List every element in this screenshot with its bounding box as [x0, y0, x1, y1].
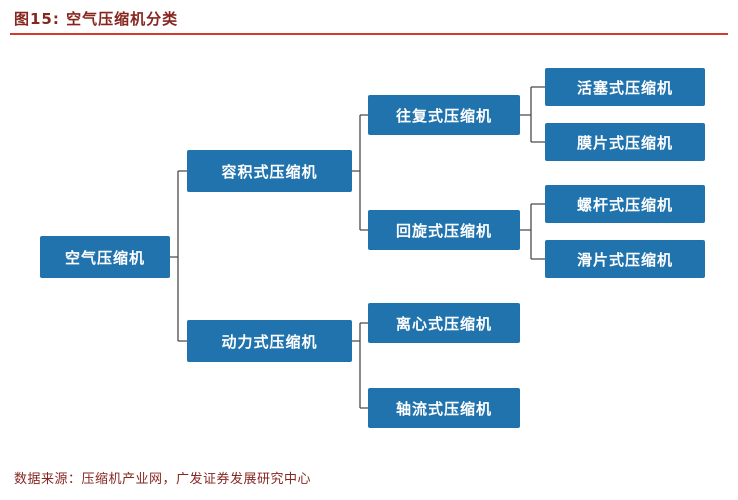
- node-sliding-vane-compressor: 滑片式压缩机: [545, 240, 705, 278]
- node-positive-displacement-compressor: 容积式压缩机: [187, 150, 352, 192]
- title-underline: [10, 33, 728, 35]
- node-rotary-compressor: 回旋式压缩机: [368, 210, 520, 250]
- node-reciprocating-compressor: 往复式压缩机: [368, 95, 520, 135]
- data-source: 数据来源：压缩机产业网，广发证券发展研究中心: [14, 472, 312, 487]
- node-diaphragm-compressor: 膜片式压缩机: [545, 123, 705, 161]
- node-piston-compressor: 活塞式压缩机: [545, 68, 705, 106]
- figure-title: 图15: 空气压缩机分类: [14, 10, 179, 28]
- node-air-compressor: 空气压缩机: [40, 236, 170, 278]
- node-axial-flow-compressor: 轴流式压缩机: [368, 388, 520, 428]
- node-screw-compressor: 螺杆式压缩机: [545, 185, 705, 223]
- node-centrifugal-compressor: 离心式压缩机: [368, 303, 520, 343]
- node-dynamic-compressor: 动力式压缩机: [187, 320, 352, 362]
